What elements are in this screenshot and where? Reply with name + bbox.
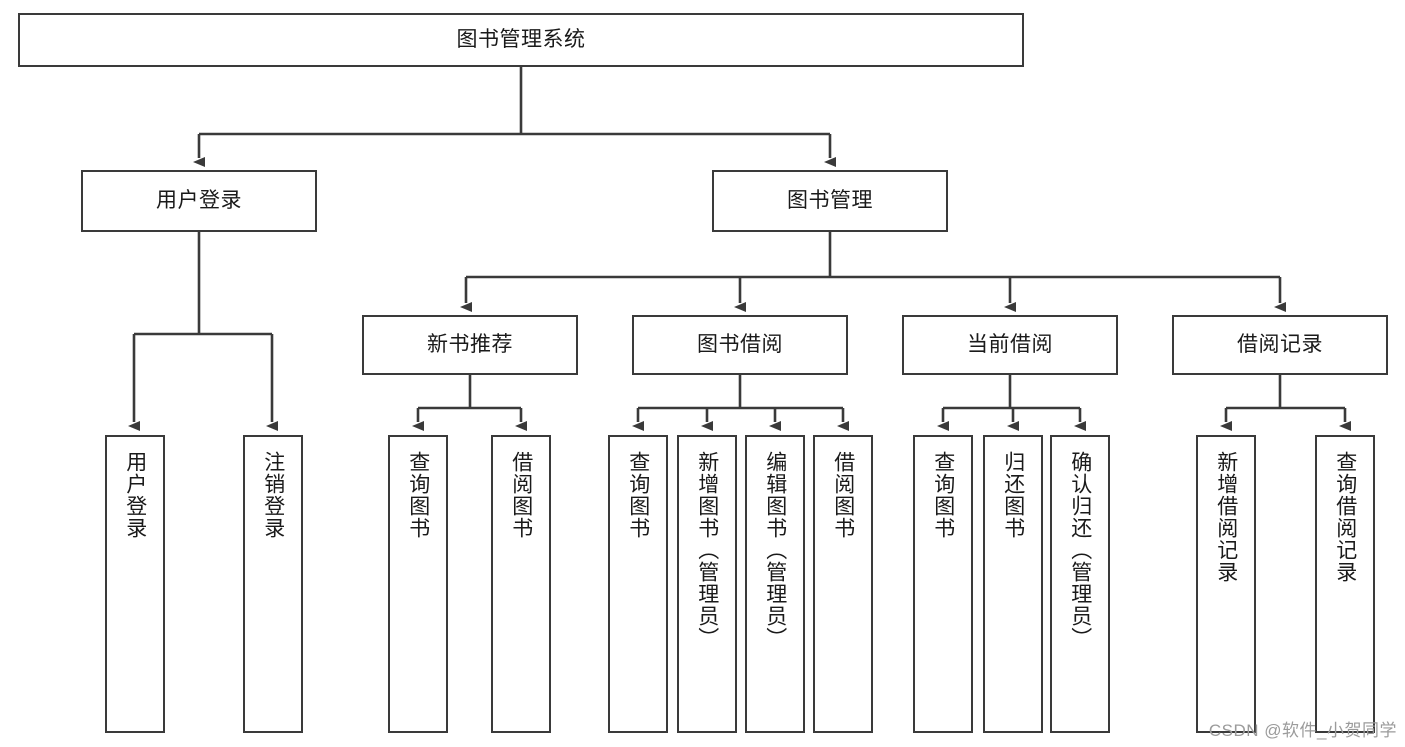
node-label: 查询借阅记录 bbox=[1333, 451, 1357, 583]
leaf-current-borrow-return-book[interactable]: 归还图书 bbox=[983, 435, 1043, 733]
node-new-book-recommend[interactable]: 新书推荐 bbox=[362, 315, 578, 375]
csdn-watermark: CSDN @软件_小贺同学 bbox=[1208, 721, 1397, 740]
node-label: 图书借阅 bbox=[697, 332, 783, 356]
leaf-user-login-login[interactable]: 用户登录 bbox=[105, 435, 165, 733]
leaf-book-borrow-borrow-book[interactable]: 借阅图书 bbox=[813, 435, 873, 733]
node-user-login[interactable]: 用户登录 bbox=[81, 170, 317, 232]
leaf-current-borrow-query-book[interactable]: 查询图书 bbox=[913, 435, 973, 733]
node-label: 图书管理 bbox=[787, 188, 873, 212]
node-label: 当前借阅 bbox=[967, 332, 1053, 356]
node-book-borrow[interactable]: 图书借阅 bbox=[632, 315, 848, 375]
leaf-book-borrow-add-book-admin[interactable]: 新增图书（管理员） bbox=[677, 435, 737, 733]
node-label: 借阅图书 bbox=[509, 451, 533, 539]
leaf-new-book-query-book[interactable]: 查询图书 bbox=[388, 435, 448, 733]
node-label: 新增借阅记录 bbox=[1214, 451, 1238, 583]
leaf-book-borrow-edit-book-admin[interactable]: 编辑图书（管理员） bbox=[745, 435, 805, 733]
node-current-borrow[interactable]: 当前借阅 bbox=[902, 315, 1118, 375]
node-label: 归还图书 bbox=[1001, 451, 1025, 539]
node-label: 用户登录 bbox=[123, 451, 147, 539]
node-label: 查询图书 bbox=[931, 451, 955, 539]
node-label: 用户登录 bbox=[156, 188, 242, 212]
node-label: 编辑图书（管理员） bbox=[763, 451, 787, 649]
leaf-new-book-borrow-book[interactable]: 借阅图书 bbox=[491, 435, 551, 733]
node-label: 确认归还（管理员） bbox=[1068, 451, 1092, 649]
leaf-user-login-logout[interactable]: 注销登录 bbox=[243, 435, 303, 733]
node-root-book-management-system[interactable]: 图书管理系统 bbox=[18, 13, 1024, 67]
node-label: 借阅图书 bbox=[831, 451, 855, 539]
leaf-book-borrow-query-book[interactable]: 查询图书 bbox=[608, 435, 668, 733]
node-label: 图书管理系统 bbox=[456, 27, 586, 51]
node-label: 注销登录 bbox=[261, 451, 285, 539]
node-borrow-record[interactable]: 借阅记录 bbox=[1172, 315, 1388, 375]
leaf-borrow-record-query-record[interactable]: 查询借阅记录 bbox=[1315, 435, 1375, 733]
node-label: 借阅记录 bbox=[1237, 332, 1323, 356]
node-book-management[interactable]: 图书管理 bbox=[712, 170, 948, 232]
node-label: 查询图书 bbox=[406, 451, 430, 539]
node-label: 新增图书（管理员） bbox=[695, 451, 719, 649]
leaf-borrow-record-add-record[interactable]: 新增借阅记录 bbox=[1196, 435, 1256, 733]
node-label: 查询图书 bbox=[626, 451, 650, 539]
node-label: 新书推荐 bbox=[427, 332, 513, 356]
leaf-current-borrow-confirm-return-admin[interactable]: 确认归还（管理员） bbox=[1050, 435, 1110, 733]
